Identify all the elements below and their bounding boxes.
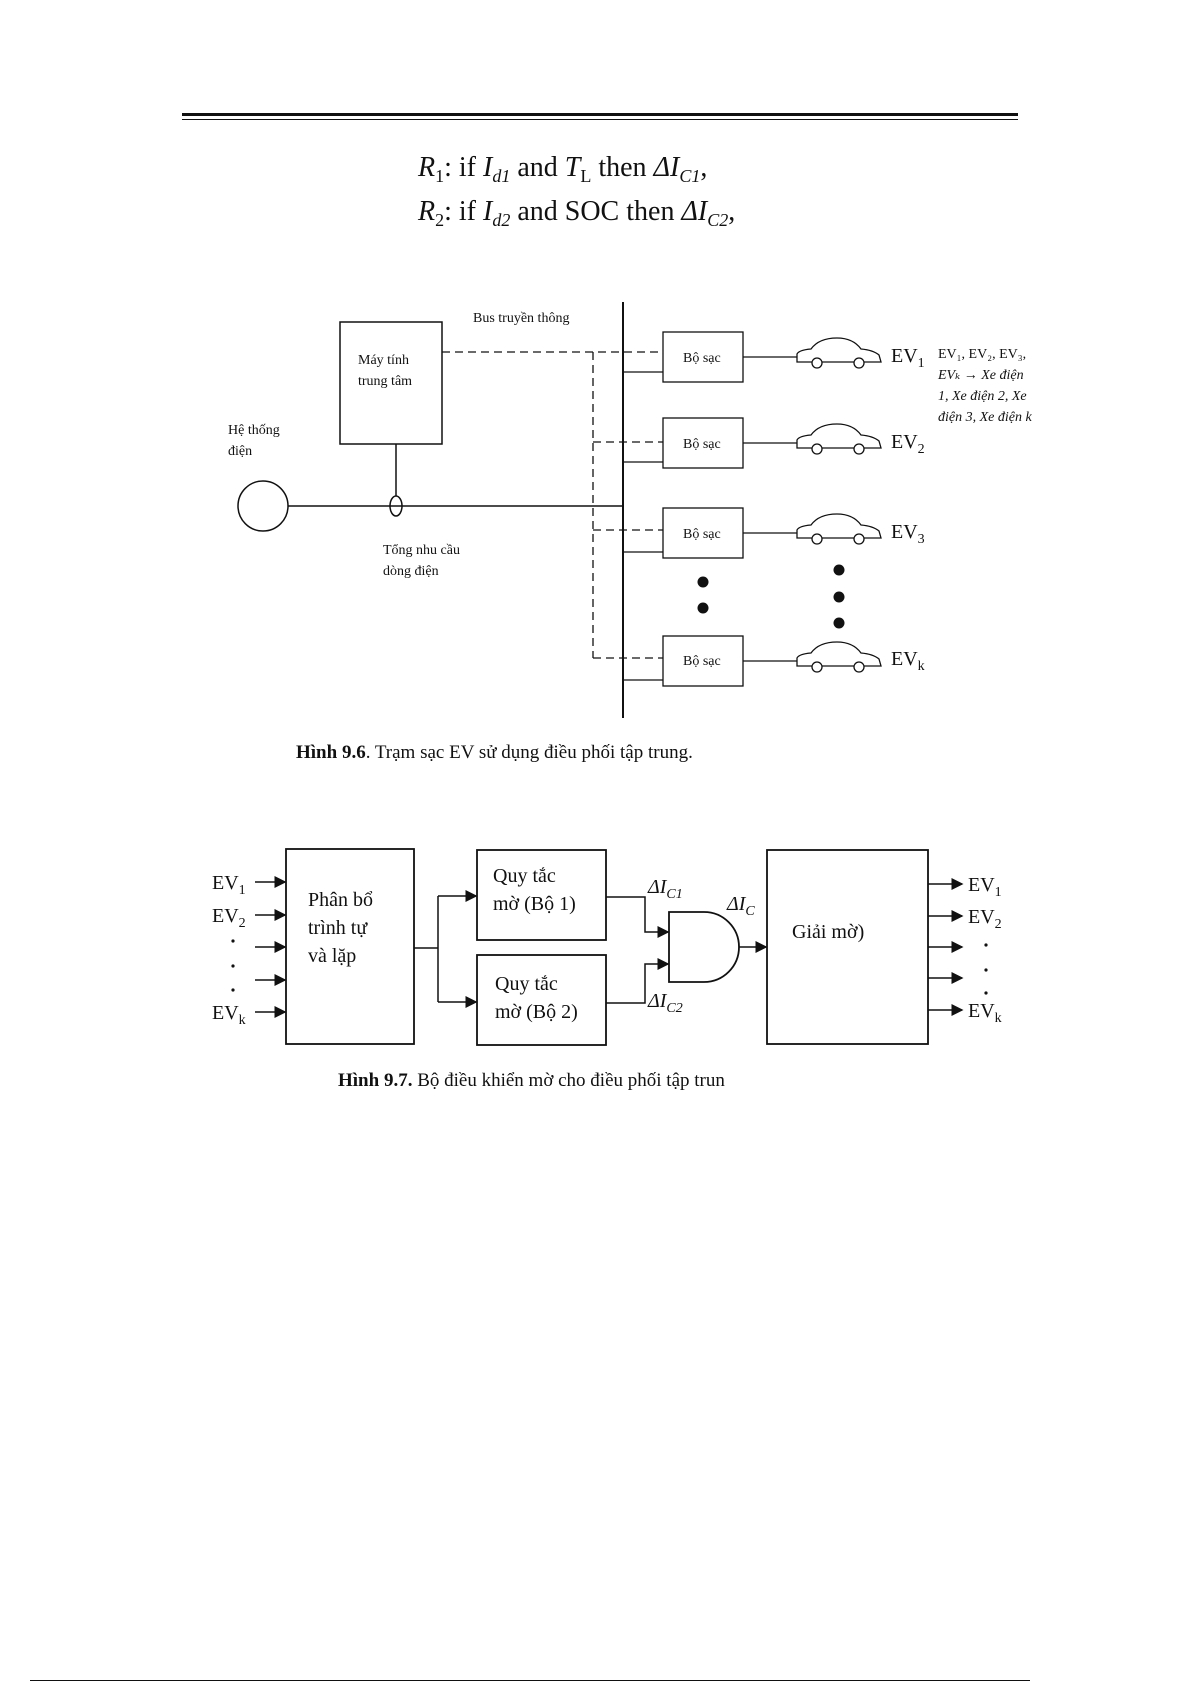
dic1-label: ΔIC1 <box>647 876 683 902</box>
allocation-label-2: trình tự <box>308 917 368 939</box>
dic2-line <box>606 958 670 1004</box>
ellipsis-dot <box>833 617 845 629</box>
caption-figure-9-6-text: . Trạm sạc EV sử dụng điều phối tập trun… <box>365 742 693 763</box>
dic1-line <box>606 896 670 938</box>
output-ev-k: EVk <box>968 1000 1002 1026</box>
charger-box <box>662 331 744 383</box>
caption-figure-9-6: Hình 9.6. Trạm sạc EV sử dụng điều phối … <box>296 742 693 764</box>
car-icon <box>796 337 882 369</box>
allocation-label-1: Phân bổ <box>308 889 373 911</box>
caption-figure-9-7-text: Bộ điều khiển mờ cho điều phối tập trun <box>412 1070 725 1091</box>
total-demand-label-2: dòng điện <box>383 564 439 579</box>
footer-rule <box>30 1680 1030 1681</box>
ev-note-line-1: EV₁, EV₂, EV₃, <box>938 347 1026 362</box>
charger-row-k: Bộ sạc EVk <box>623 635 925 687</box>
charger-box <box>662 507 744 559</box>
header-rule-thin <box>182 119 1018 120</box>
rule-r2: R2: if Id2 and SOC then ΔIC2, <box>417 196 735 230</box>
power-system-source <box>237 480 289 532</box>
ellipsis-dot <box>833 564 845 576</box>
ellipsis-dot <box>697 602 709 614</box>
rule-equations: R1: if Id1 and TL then ΔIC1, R2: if Id2 … <box>417 152 735 230</box>
defuzzification-block <box>766 849 929 1045</box>
output-ev-1: EV1 <box>968 874 1002 900</box>
figure-9-6: Bus truyền thông Máy tính trung tâm Hệ t… <box>228 302 1032 718</box>
total-demand-label-1: Tổng nhu cầu <box>383 543 460 558</box>
figure-9-7: EV1 EV2 EVk Phân bổ trình tự và lặp Quy … <box>212 848 1002 1046</box>
charger-row-3: Bộ sạc EV3 <box>623 507 925 559</box>
power-system-label-2: điện <box>228 444 252 459</box>
current-sensor <box>389 495 403 517</box>
ellipsis-dot <box>984 968 988 972</box>
ev-label: EV2 <box>891 431 925 457</box>
rule1-label-1: Quy tắc <box>493 865 556 887</box>
rule1-label-2: mờ (Bộ 1) <box>493 893 576 915</box>
ellipsis-dot <box>984 991 988 995</box>
defuzz-label: Giải mờ) <box>792 921 864 943</box>
ev-note-line-4: điện 3, Xe điện k <box>938 410 1032 425</box>
charger-row-2: Bộ sạc EV2 <box>623 417 925 469</box>
ellipsis-dot <box>231 988 235 992</box>
output-ev-2: EV2 <box>968 906 1002 932</box>
ev-label: EV1 <box>891 345 925 371</box>
and-gate <box>668 911 740 983</box>
caption-figure-9-7-label: Hình 9.7. <box>338 1070 413 1091</box>
car-icon <box>796 423 882 455</box>
input-ev-1: EV1 <box>212 872 246 898</box>
caption-figure-9-6-label: Hình 9.6 <box>296 742 366 763</box>
dic-label: ΔIC <box>726 893 755 919</box>
ev-label: EV3 <box>891 521 925 547</box>
power-system-label-1: Hệ thống <box>228 423 280 438</box>
rule-r1: R1: if Id1 and TL then ΔIC1, <box>417 152 707 186</box>
header-rule <box>182 113 1018 116</box>
charger-label: Bộ sạc <box>683 437 721 452</box>
charger-box <box>662 635 744 687</box>
rule2-label-2: mờ (Bộ 2) <box>495 1001 578 1023</box>
dic2-label: ΔIC2 <box>647 990 683 1016</box>
ev-note-line-3: 1, Xe điện 2, Xe <box>938 389 1027 404</box>
rule2-label-1: Quy tắc <box>495 973 558 995</box>
ev-note-line-2: EVₖ → Xe điện <box>937 368 1024 383</box>
input-ev-2: EV2 <box>212 905 246 931</box>
allocation-block <box>285 848 415 1045</box>
charger-label: Bộ sạc <box>683 351 721 366</box>
ellipsis-dot <box>231 964 235 968</box>
car-icon <box>796 513 882 545</box>
ellipsis-dot <box>697 576 709 588</box>
central-computer-box <box>339 321 443 445</box>
fuzzy-rule-block-2 <box>476 954 607 1046</box>
charger-label: Bộ sạc <box>683 654 721 669</box>
allocation-label-3: và lặp <box>308 945 356 967</box>
ellipsis-dot <box>833 591 845 603</box>
car-icon <box>796 641 882 673</box>
charger-label: Bộ sạc <box>683 527 721 542</box>
caption-figure-9-7: Hình 9.7. Bộ điều khiển mờ cho điều phối… <box>338 1070 725 1092</box>
ellipsis-dot <box>231 939 235 943</box>
input-ev-k: EVk <box>212 1002 246 1028</box>
central-computer-label-1: Máy tính <box>358 353 409 368</box>
central-computer-label-2: trung tâm <box>358 374 412 389</box>
charger-row-1: Bộ sạc EV1 <box>623 331 925 383</box>
ellipsis-dot <box>984 943 988 947</box>
ev-label: EVk <box>891 648 925 674</box>
bus-label: Bus truyền thông <box>473 311 569 326</box>
fuzzy-rule-block-1 <box>476 849 607 941</box>
